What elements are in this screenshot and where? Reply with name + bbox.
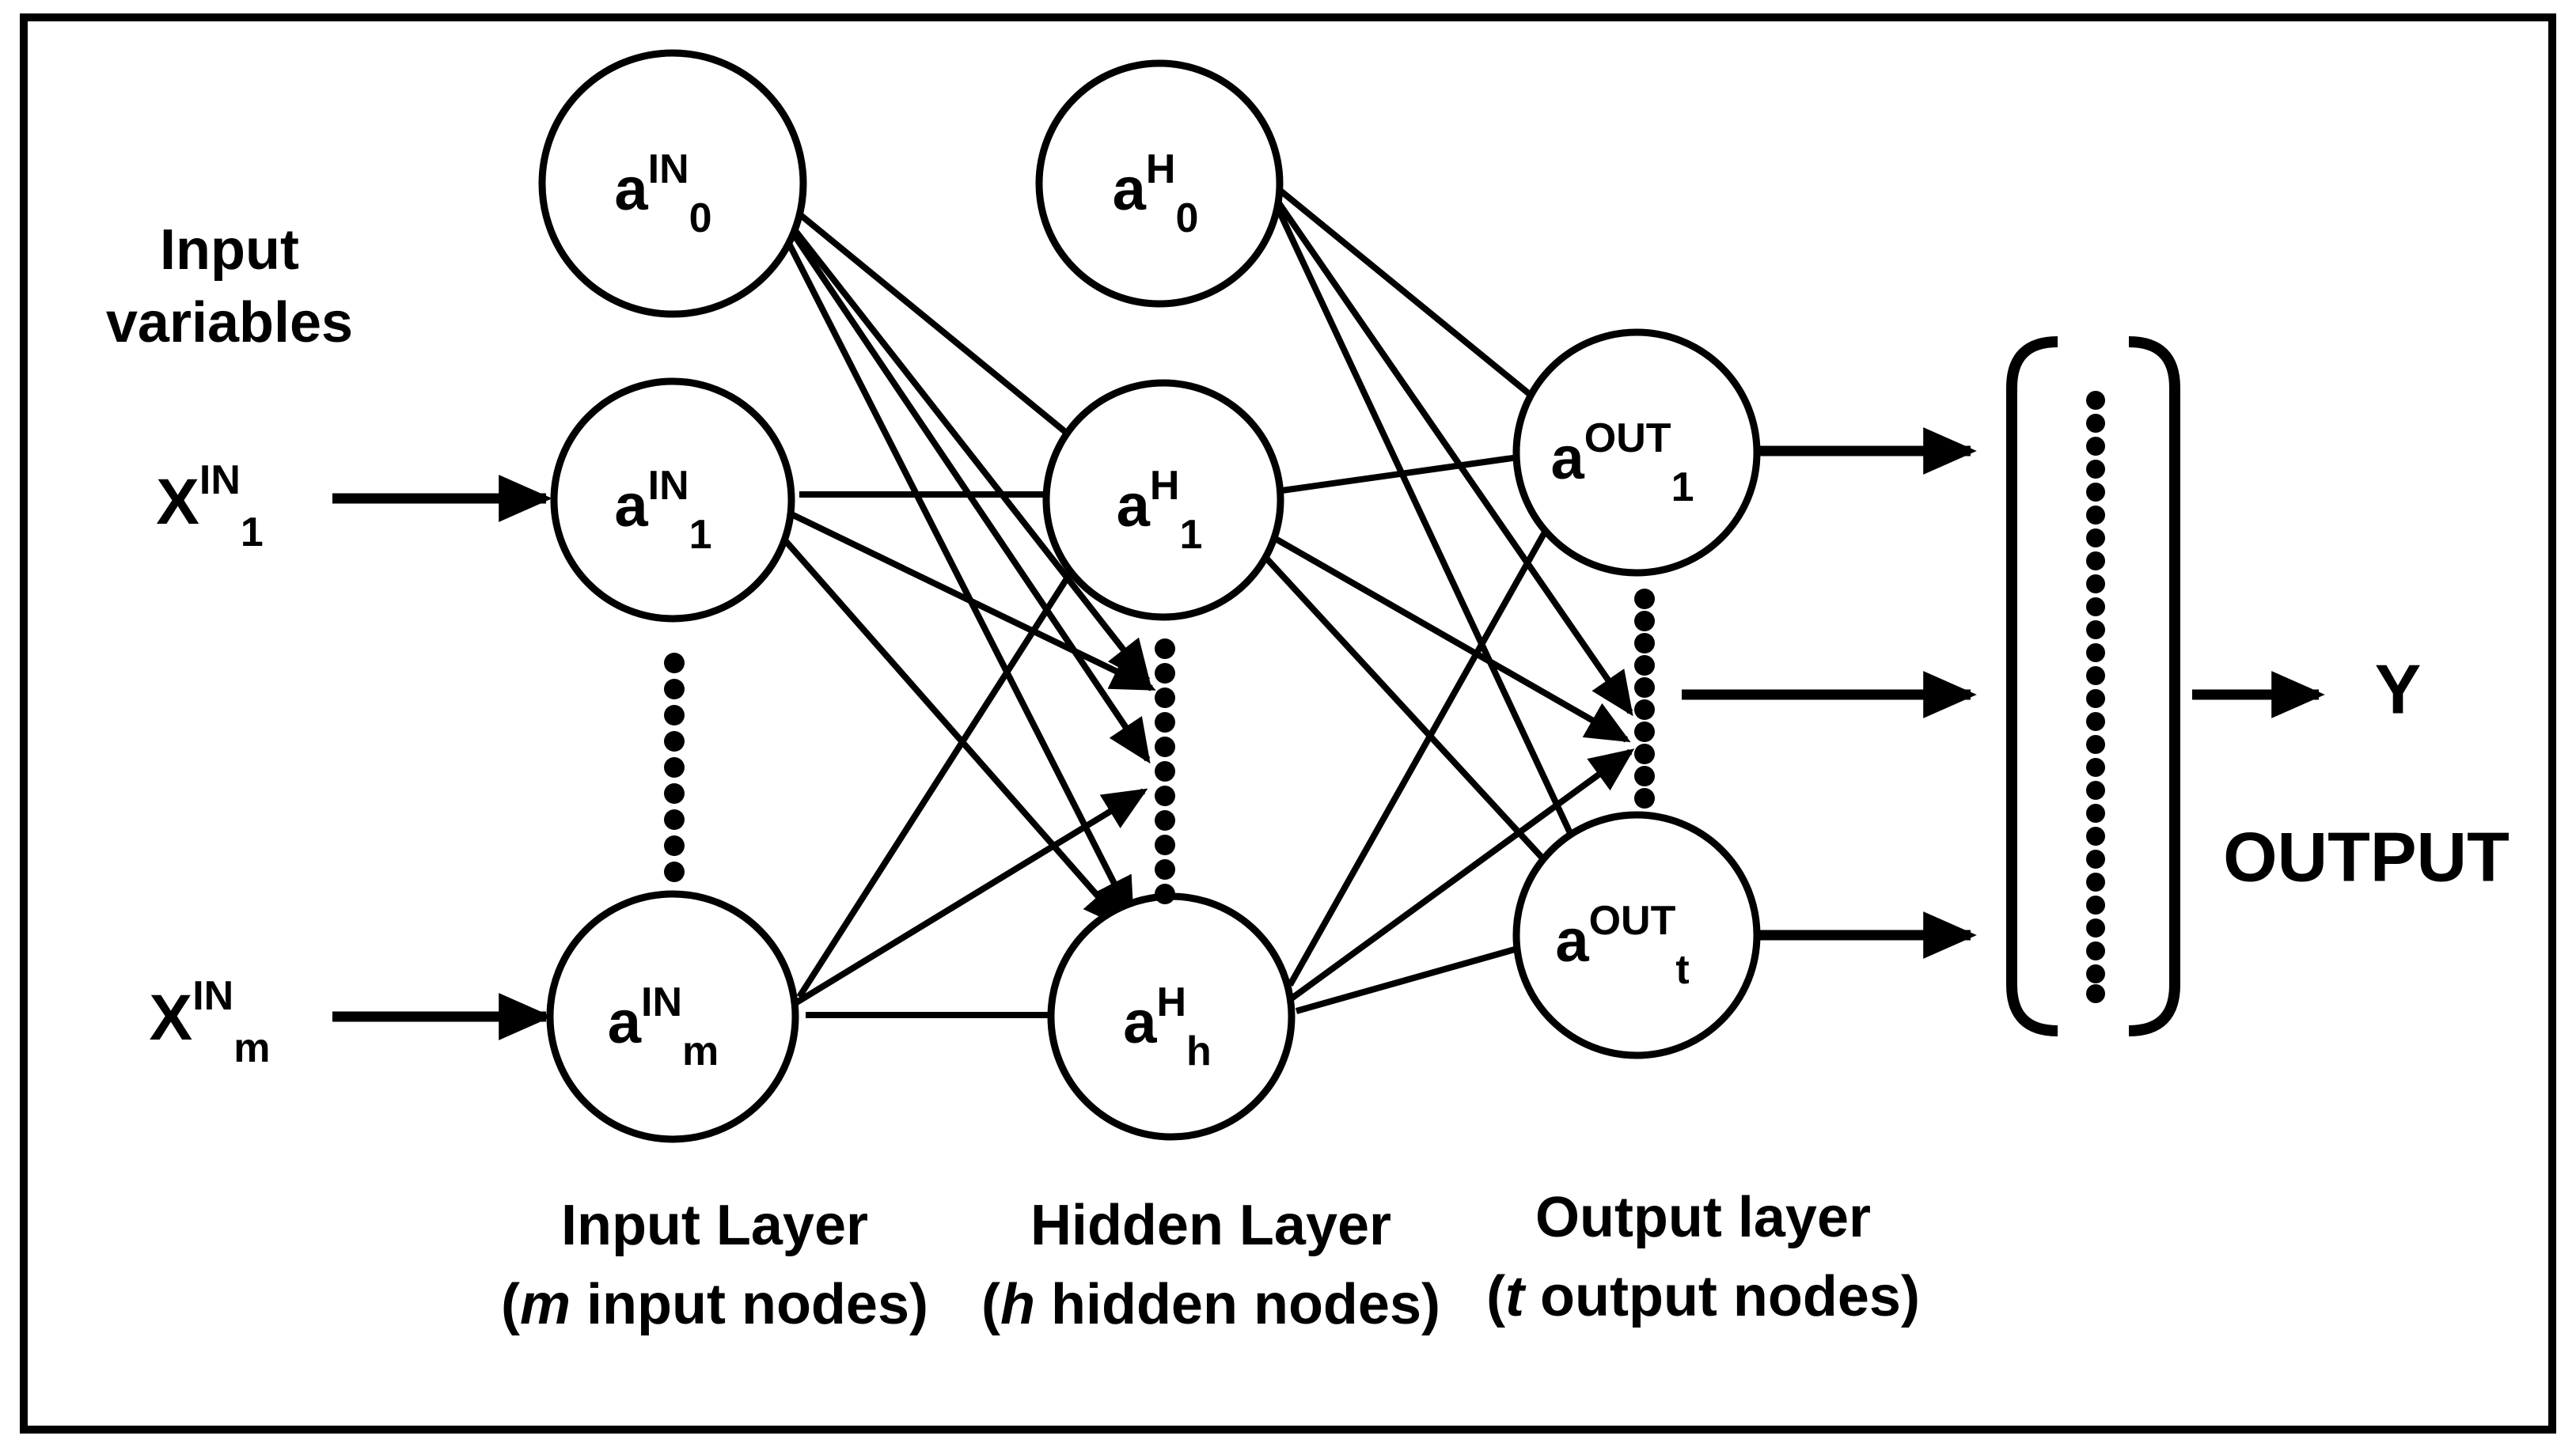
node-label-hidden-1: aH1 (1117, 463, 1203, 558)
node-output-1[interactable] (1512, 328, 1761, 577)
edge-in1-hdots (790, 511, 1156, 691)
edge-h1-outt (1260, 551, 1587, 906)
output-layer-ellipsis (1634, 589, 1655, 809)
caption-hidden-layer-sub: (h hidden nodes) (981, 1273, 1440, 1336)
input-variable-arrows (332, 475, 552, 1040)
edge-inm-h1 (796, 509, 1111, 999)
node-label-input-m: aINm (608, 979, 719, 1074)
bracket-left (2006, 336, 2058, 1036)
node-label-hidden-h: aHh (1123, 979, 1212, 1074)
figure-border (20, 13, 2556, 1434)
node-label-input-bias: aIN0 (614, 146, 711, 241)
input-layer-ellipsis (664, 653, 685, 882)
edge-h0-out1 (1248, 163, 1579, 435)
node-hidden-bias[interactable] (1035, 59, 1284, 308)
output-vector-bracket (2006, 336, 2180, 1036)
node-label-output-1: aOUT1 (1551, 415, 1694, 510)
input-variable-xm: XINm (150, 973, 271, 1071)
node-input-1[interactable] (550, 377, 795, 623)
edge-hh-out1 (1287, 474, 1578, 987)
edge-in1-hh (776, 532, 1128, 930)
edge-in0-hdots-a (745, 168, 1151, 685)
edge-h1-outdots (1273, 535, 1631, 743)
edge-h0-outdots (1257, 173, 1633, 717)
caption-output-layer-sub: (t output nodes) (1486, 1265, 1920, 1328)
edge-inm-hdots (793, 788, 1148, 1006)
bracket-right (2128, 336, 2180, 1036)
output-to-vector-arrows (1682, 427, 1977, 959)
output-word-label: OUTPUT (2223, 817, 2510, 896)
node-label-hidden-bias: aH0 (1113, 146, 1199, 241)
caption-input-layer-sub: (m input nodes) (501, 1273, 928, 1336)
node-input-bias[interactable] (538, 49, 807, 318)
input-variables-label-line1: Input (160, 218, 299, 282)
node-output-t[interactable] (1512, 811, 1761, 1059)
node-hidden-1[interactable] (1042, 379, 1284, 621)
edge-in0-hh (757, 184, 1135, 922)
caption-hidden-layer-title: Hidden Layer (1030, 1194, 1391, 1257)
node-input-m[interactable] (546, 890, 799, 1143)
input-variable-x1: XIN1 (156, 457, 264, 555)
edge-hh-outdots (1289, 748, 1635, 1002)
edge-in0-hdots-b (753, 176, 1151, 764)
node-label-output-t: aOUTt (1555, 898, 1689, 993)
output-vector-ellipsis (2086, 391, 2105, 1003)
output-symbol-label: Y (2375, 650, 2422, 728)
hidden-layer-ellipsis (1155, 638, 1175, 904)
input-variables-label-line2: variables (106, 291, 353, 354)
caption-input-layer-title: Input Layer (561, 1194, 868, 1257)
edge-h0-outt (1263, 182, 1602, 899)
node-label-input-1: aIN1 (614, 463, 711, 558)
caption-output-layer-title: Output layer (1535, 1186, 1871, 1249)
